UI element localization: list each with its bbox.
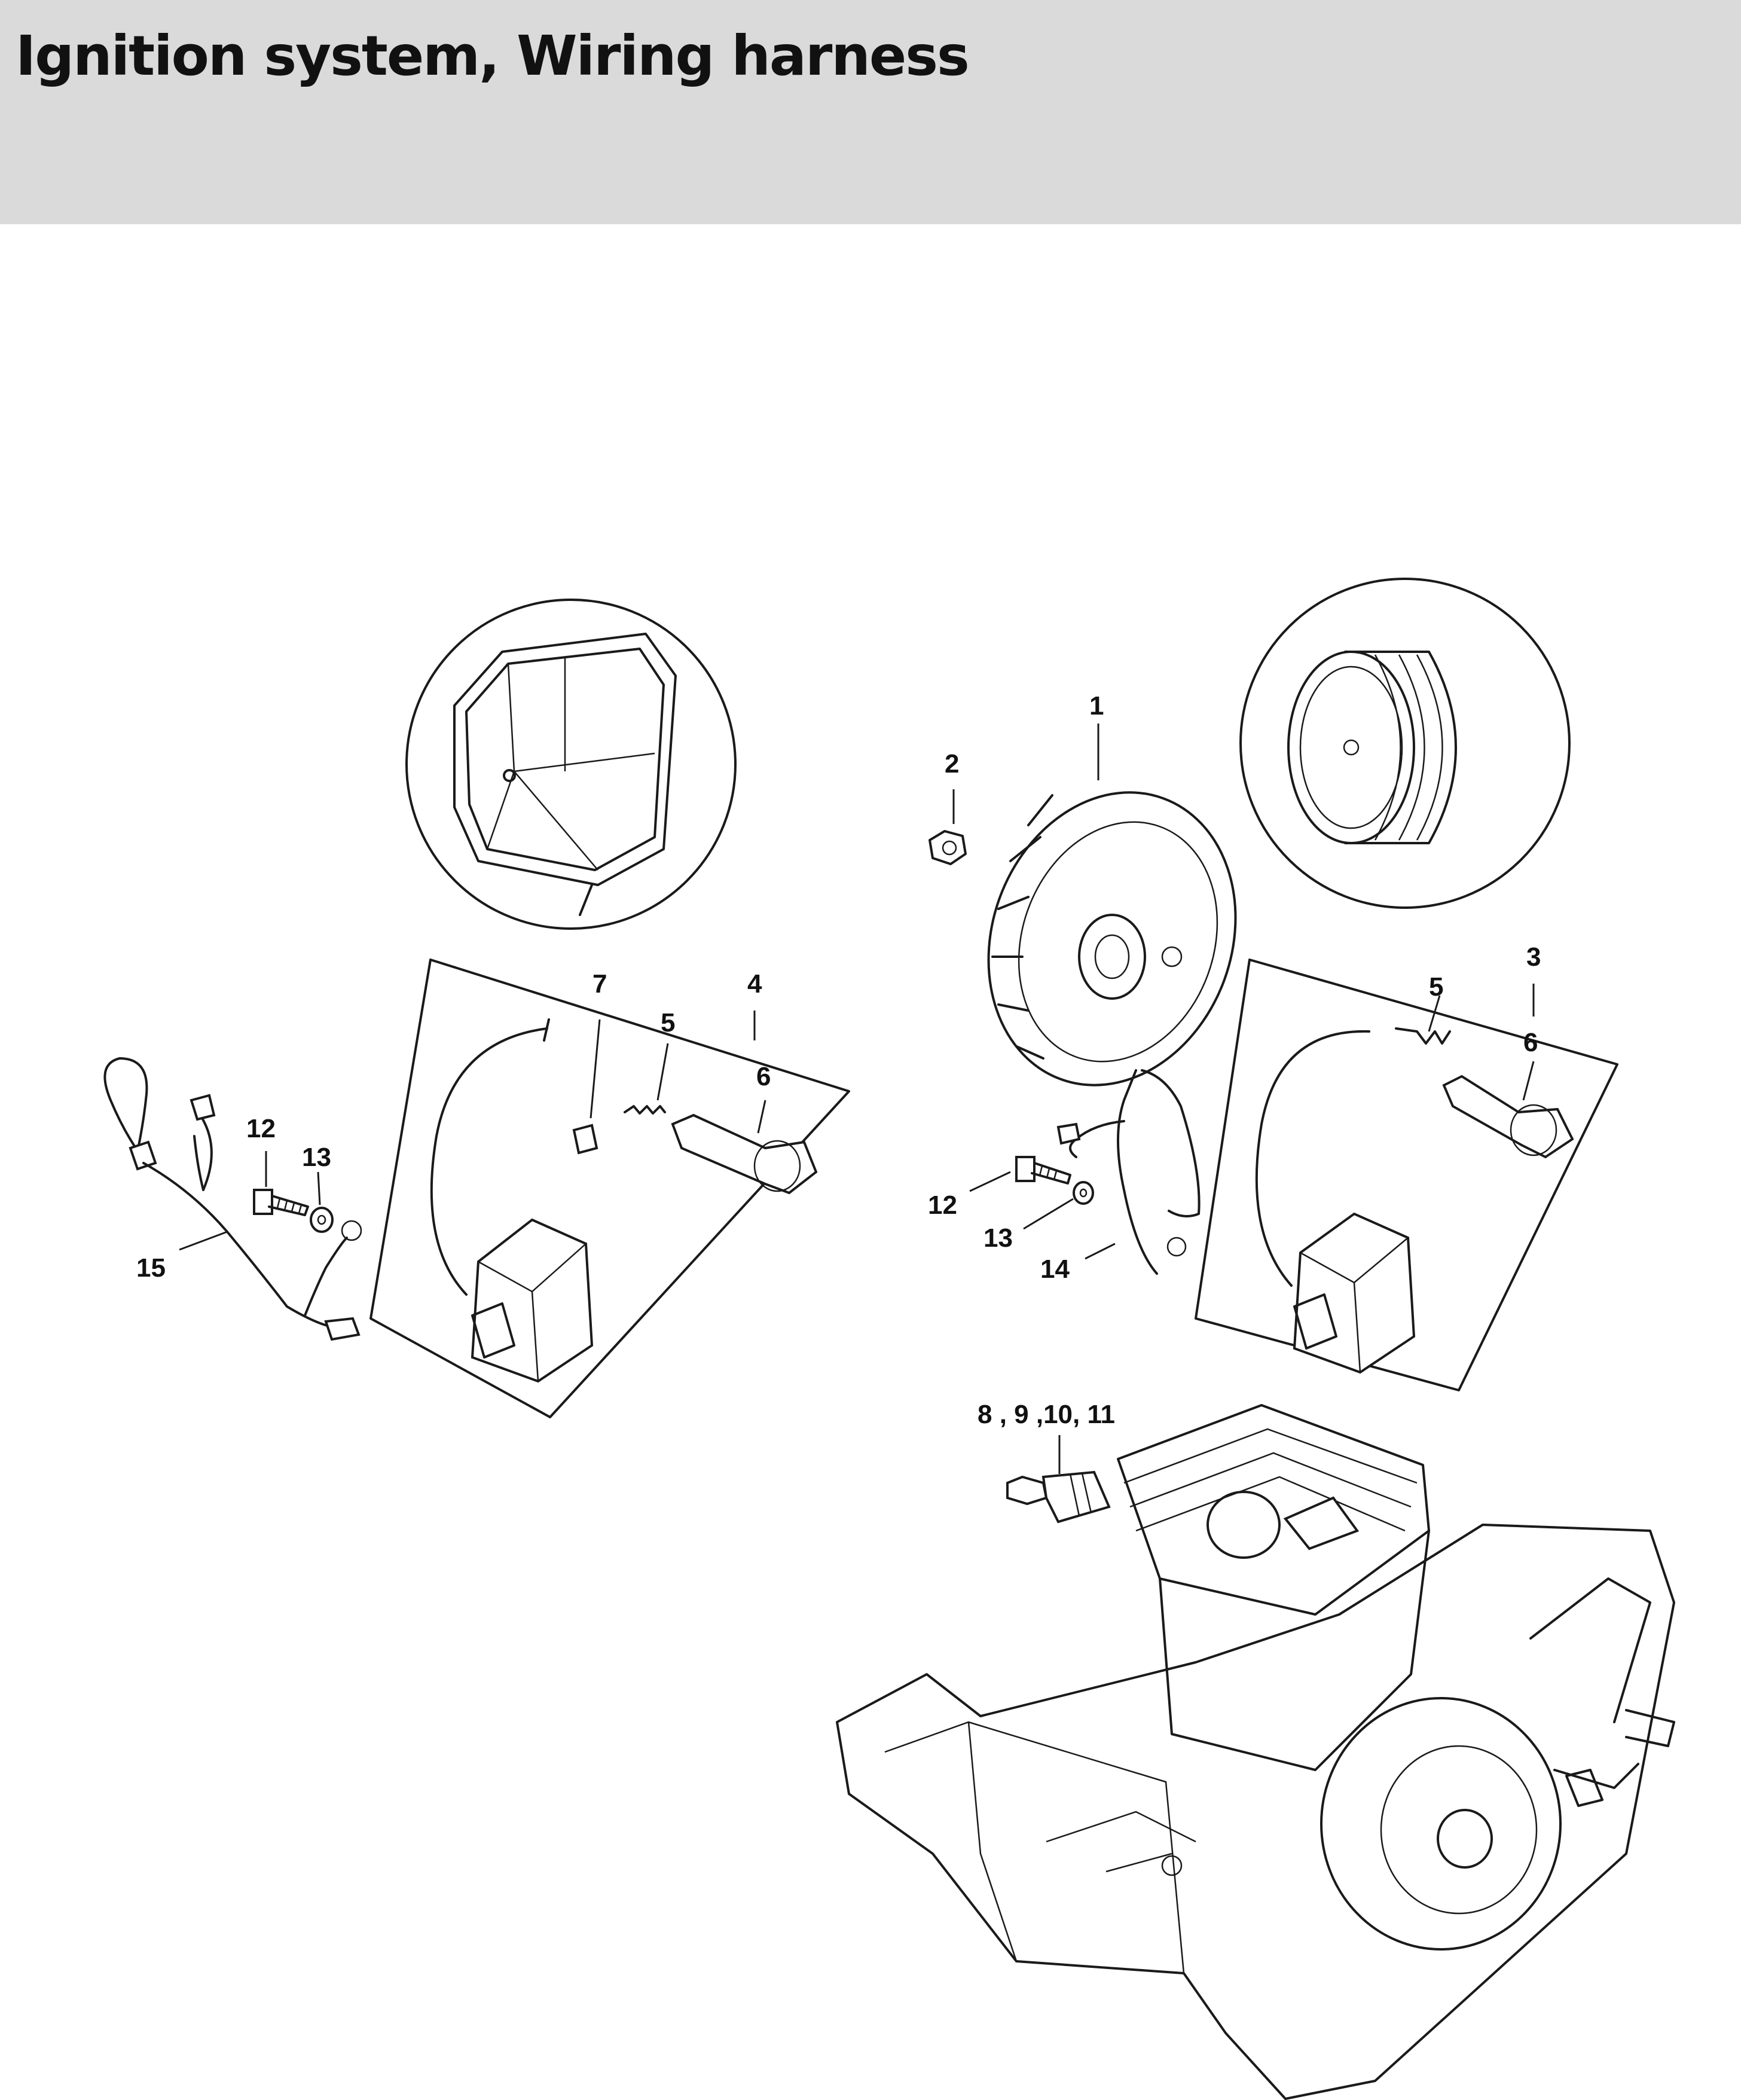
callout-14: 14 [1040, 1254, 1070, 1284]
callout-5-left: 5 [661, 1008, 675, 1037]
flywheel [987, 791, 1237, 1086]
air-filter-detail [405, 599, 737, 930]
callout-2: 2 [945, 749, 959, 779]
wiring-harness-right [1056, 1069, 1201, 1275]
callout-6-left: 6 [756, 1062, 771, 1091]
spark-plug [1006, 1470, 1111, 1524]
washer-right [1073, 1181, 1094, 1205]
washer-left [310, 1207, 334, 1233]
callout-5-right: 5 [1429, 972, 1443, 1002]
callout-15: 15 [136, 1253, 166, 1283]
header-bar: Ignition system, Wiring harness [0, 0, 1741, 224]
callout-12-left: 12 [246, 1114, 276, 1143]
callout-7: 7 [592, 969, 607, 999]
callout-4: 4 [747, 969, 762, 999]
page-title: Ignition system, Wiring harness [16, 24, 970, 88]
callouts: 1 2 3 4 7 5 6 5 6 12 13 15 12 13 14 8 , … [136, 691, 1541, 1429]
screw-left [253, 1189, 309, 1216]
flywheel-nut [928, 830, 967, 865]
leader-lines [179, 724, 1535, 1474]
callout-1: 1 [1089, 691, 1104, 721]
callout-8-9-10-11: 8 , 9 ,10, 11 [978, 1400, 1115, 1429]
callout-6-right: 6 [1523, 1028, 1538, 1057]
callout-12-right: 12 [928, 1191, 957, 1220]
ignition-module-kit-left [369, 959, 850, 1418]
filter-element-detail [1239, 578, 1571, 909]
ignition-module-kit-right [1195, 959, 1618, 1391]
callout-3: 3 [1526, 942, 1541, 972]
wiring-harness-left [103, 1057, 362, 1341]
callout-13-right: 13 [983, 1223, 1013, 1253]
engine-assembly [836, 1404, 1675, 2100]
callout-13-left: 13 [302, 1143, 331, 1172]
screw-right [1015, 1156, 1071, 1185]
